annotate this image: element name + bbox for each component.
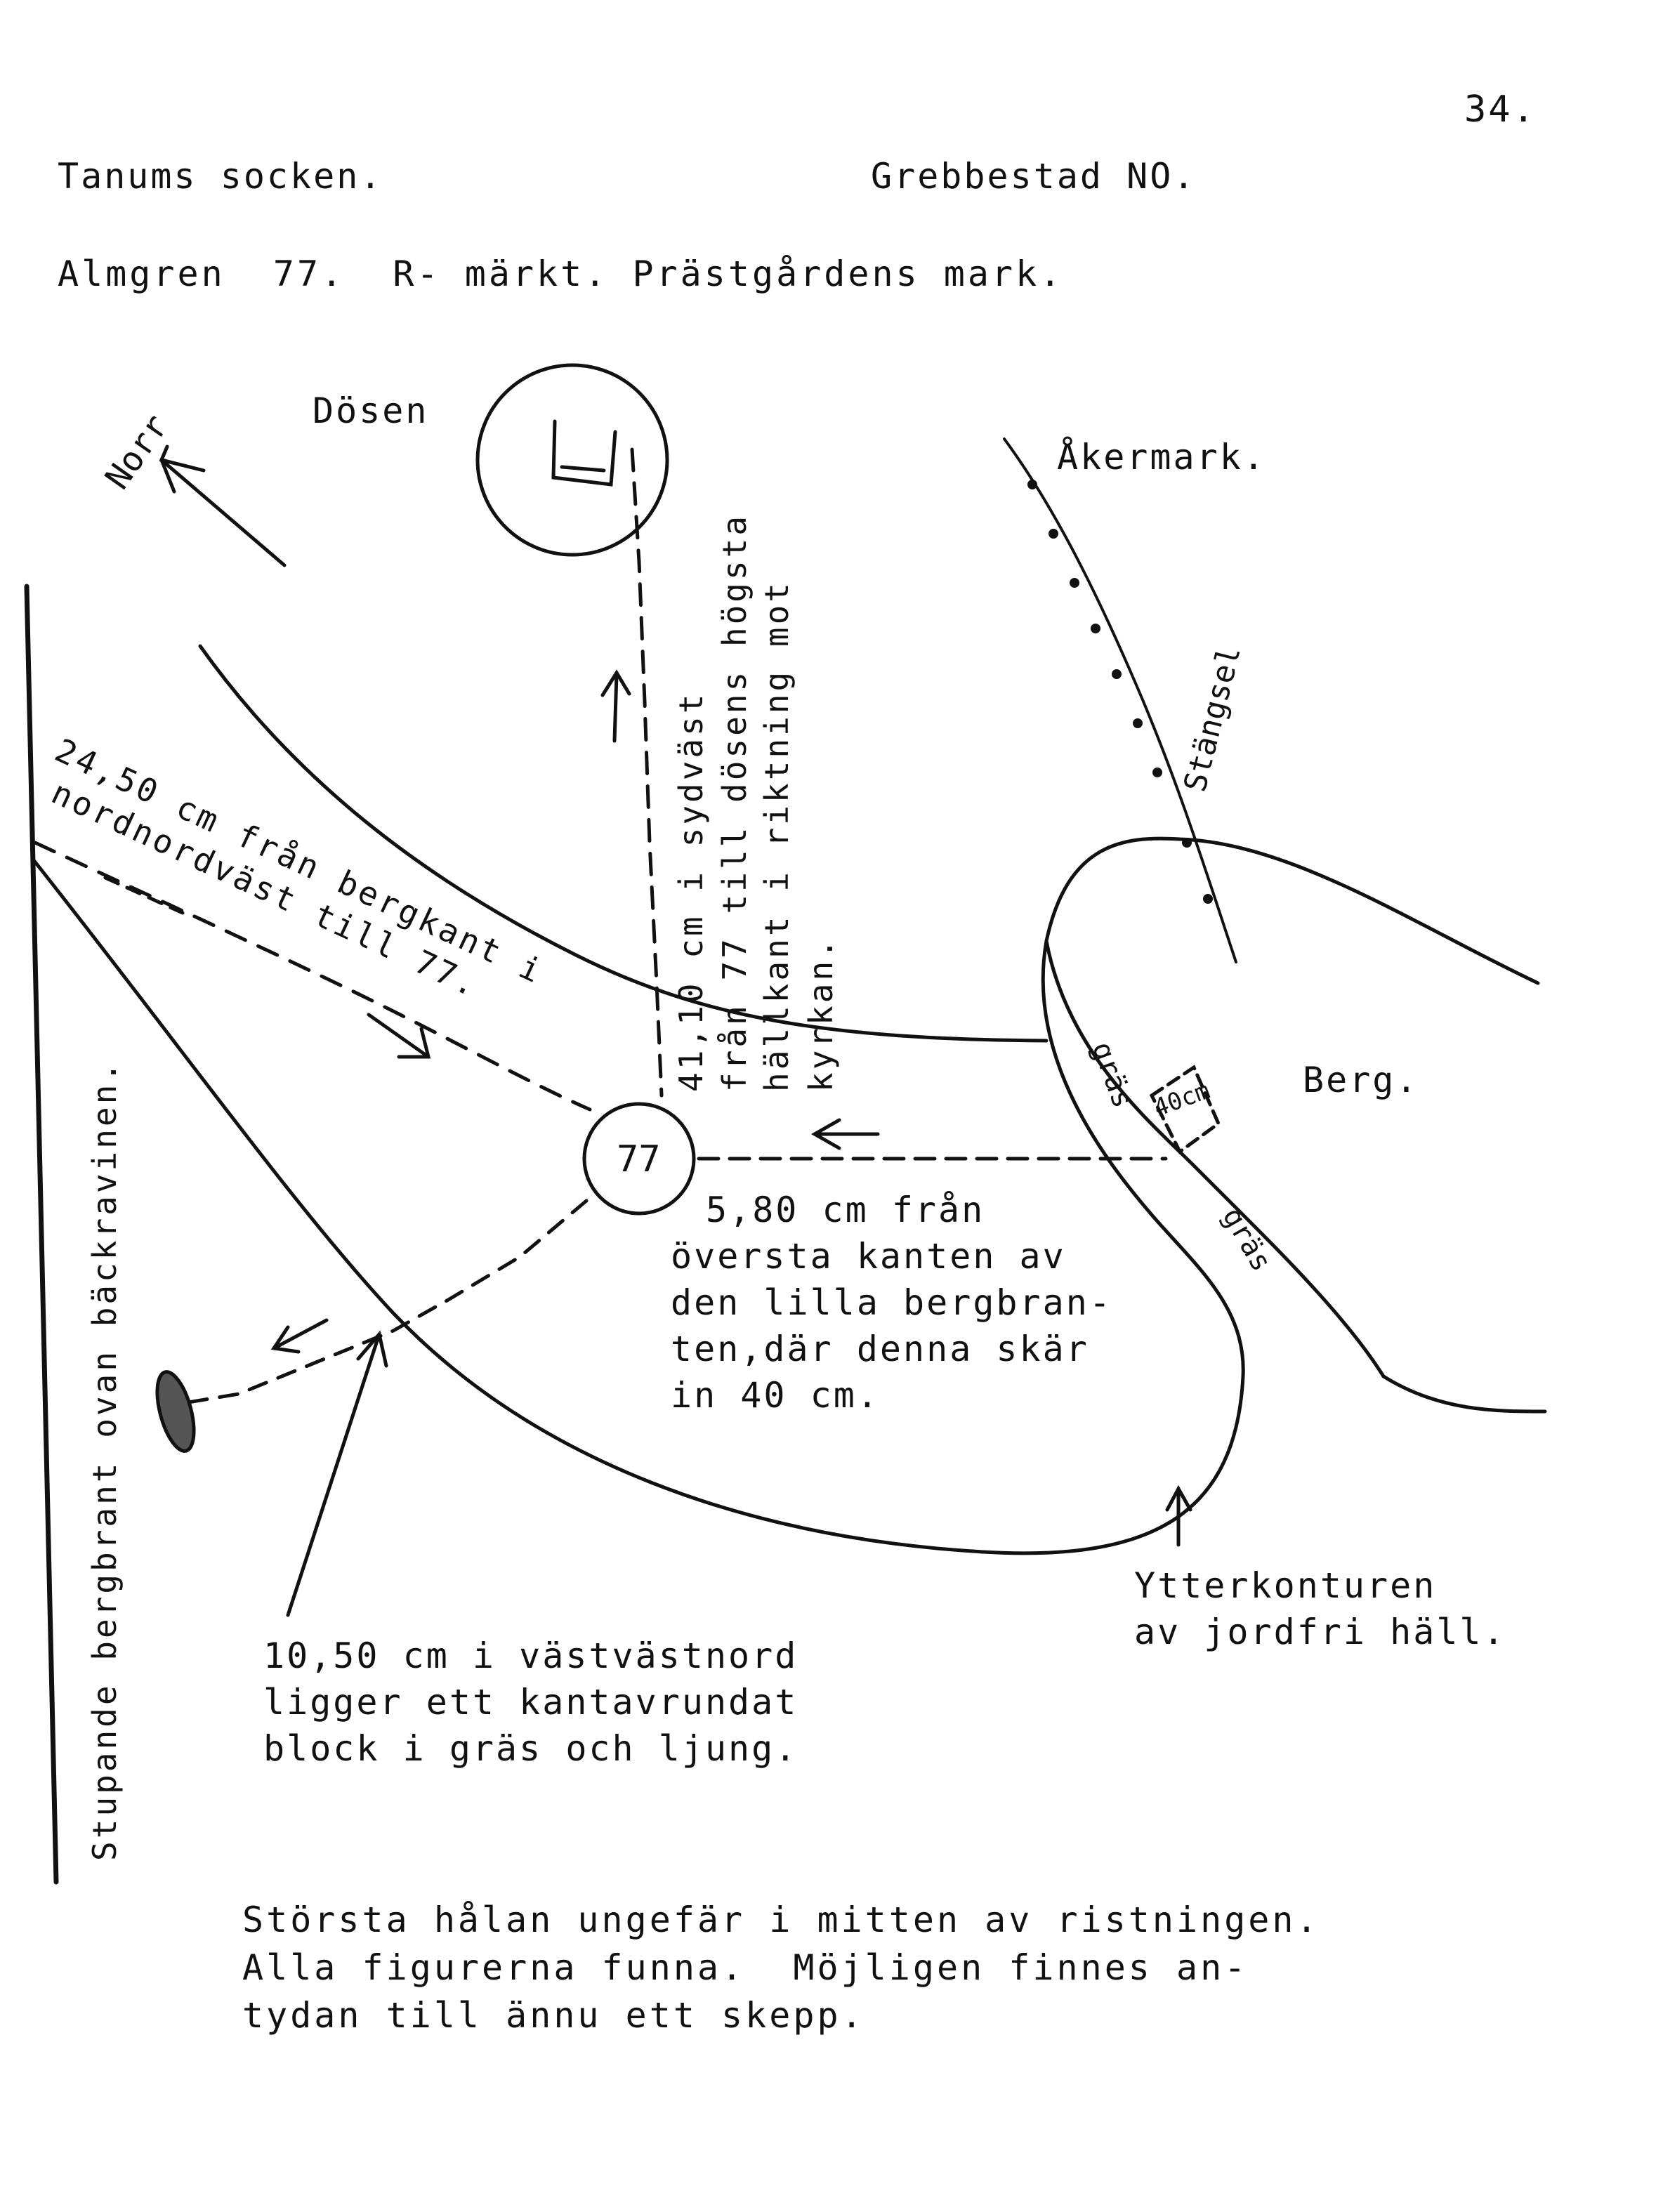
block-note: 10,50 cm i västvästnord ligger ett kanta…: [263, 1635, 798, 1769]
down-left-arrow-icon: [270, 1318, 329, 1354]
dolmen-circle: [475, 363, 669, 557]
outer-outline: [32, 836, 1540, 1555]
svg-text:41,10 cm i sydväst: 41,10 cm i sydväst: [672, 692, 710, 1093]
boulder-icon: [155, 1370, 196, 1453]
site-77-label: 77: [617, 1138, 661, 1180]
map-sheet: Grebbestad NO.: [871, 156, 1197, 197]
outline-note: Ytterkonturen av jordfri häll.: [1134, 1565, 1506, 1652]
svg-text:från 77 till dösens högsta: från 77 till dösens högsta: [716, 513, 754, 1092]
field-label: Åkermark.: [1057, 437, 1266, 478]
down-right-arrow-icon: [367, 1013, 431, 1059]
dolmen-dashed-line: [630, 447, 664, 1098]
upper-rock-edge: [198, 644, 1049, 1043]
left-edge-label: Stupande bergbrant ovan bäckravinen.: [86, 1060, 124, 1861]
svg-text:nordnordväst till 77.: nordnordväst till 77.: [46, 773, 485, 1005]
left-edge-line: [24, 584, 59, 1885]
block-dashed-line: [173, 1199, 589, 1407]
svg-text:24,50 cm från bergkant i: 24,50 cm från bergkant i: [49, 731, 549, 991]
bergbrant-note: 5,80 cm från översta kanten av den lilla…: [671, 1190, 1112, 1416]
left-arrow-icon: [810, 1118, 880, 1150]
rock-label: Berg.: [1303, 1060, 1419, 1100]
dolmen-label: Dösen: [313, 390, 429, 431]
footer-text: Största hålan ungefär i mitten av ristni…: [242, 1900, 1320, 2036]
small-rock-strip: [1044, 939, 1547, 1414]
width-label: 40cm: [1150, 1077, 1214, 1123]
svg-text:kyrkan.: kyrkan.: [802, 936, 840, 1092]
site-heading: Almgren 77. R- märkt. Prästgårdens mark.: [58, 254, 1064, 294]
dolmen-note: 41,10 cm i sydväst från 77 till dösens h…: [672, 513, 840, 1092]
fence-posts: [1027, 480, 1213, 904]
svg-text:hällkant i riktning mot: hällkant i riktning mot: [758, 580, 796, 1092]
bergkant-dashed-line: [33, 841, 592, 1112]
page-number: 34.: [1464, 88, 1537, 131]
grass-label-upper: gräs: [1086, 1038, 1139, 1112]
up-arrow-icon: [600, 669, 631, 743]
site-77-circle: [582, 1102, 696, 1216]
outline-pointer: [1165, 1484, 1192, 1547]
dolmen-symbol-icon: [551, 419, 617, 487]
fence-label: Stängsel: [1177, 643, 1248, 796]
north-arrow-icon: [159, 445, 287, 567]
parish-title: Tanums socken.: [58, 156, 383, 197]
block-pointer: [286, 1330, 388, 1617]
fence-line: [1003, 437, 1237, 963]
